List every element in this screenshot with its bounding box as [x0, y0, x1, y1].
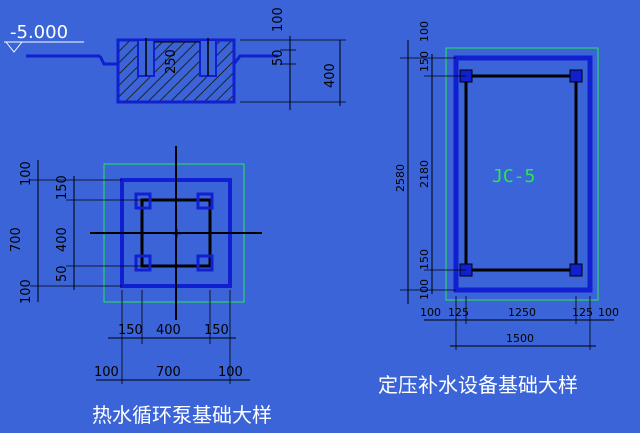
- pump-bot-dim-100-right: 100: [218, 365, 243, 380]
- pump-bot-dim-150-right: 150: [204, 323, 229, 338]
- level-label: -5.000: [10, 22, 68, 43]
- tank-plan-title: 定压补水设备基础大样: [378, 373, 578, 397]
- sec-dim-3: 400: [323, 63, 338, 88]
- tank-outline-green: [445, 47, 599, 301]
- sec-dim-1: 100: [271, 7, 286, 32]
- tank-bot-dim-1250: 1250: [508, 306, 536, 319]
- tank-bot-dim-125-right: 125: [572, 306, 593, 319]
- pump-bot-dim-700: 700: [156, 365, 181, 380]
- tank-bot-dim-1500: 1500: [506, 332, 534, 345]
- tank-left-dim-100-bottom: 100: [418, 279, 431, 300]
- pump-left-dim-100-bottom: 100: [19, 279, 34, 304]
- pump-left-dim-50: 50: [55, 265, 70, 282]
- tank-left-dim-2580: 2580: [394, 164, 407, 192]
- level-marker: -5.000: [4, 22, 84, 53]
- pump-bot-dim-400: 400: [156, 323, 181, 338]
- tank-left-dim-150-bottom: 150: [418, 249, 431, 270]
- pump-left-dim-100-top: 100: [19, 161, 34, 186]
- pump-foundation-plan: + 100 150 700 400 50 100 150 400 150 100…: [9, 146, 272, 427]
- tank-bot-dim-100-left: 100: [420, 306, 441, 319]
- foundation-section: -5.000 250 100 50 400: [4, 7, 346, 110]
- pump-left-dim-700: 700: [9, 227, 24, 252]
- pump-left-dim-400: 400: [55, 227, 70, 252]
- tank-left-dim-2180: 2180: [418, 160, 431, 188]
- pump-bot-dim-100-left: 100: [94, 365, 119, 380]
- pump-left-dim-150: 150: [55, 175, 70, 200]
- svg-text:+: +: [171, 226, 183, 242]
- tank-base-inner: [464, 74, 578, 272]
- tank-left-dim-100-top: 100: [418, 21, 431, 42]
- tank-base-outer: [453, 55, 593, 293]
- sec-dim-2: 50: [271, 49, 286, 66]
- tank-left-dim-150-top: 150: [418, 51, 431, 72]
- depth-label: 250: [164, 49, 179, 74]
- pump-bot-dim-150-left: 150: [118, 323, 143, 338]
- tank-label: JC-5: [492, 166, 535, 187]
- pump-plan-title: 热水循环泵基础大样: [92, 403, 272, 427]
- tank-foundation-plan: JC-5 100 150 2580 2180 150 100 100 125 1…: [378, 21, 619, 397]
- tank-bot-dim-125-left: 125: [448, 306, 469, 319]
- tank-bot-dim-100-right: 100: [598, 306, 619, 319]
